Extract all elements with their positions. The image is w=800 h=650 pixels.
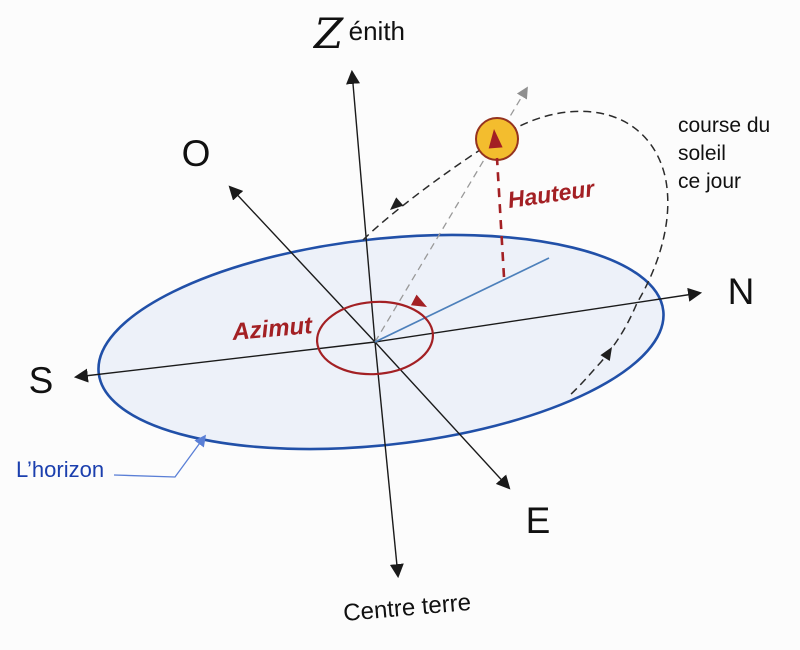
south-label: S bbox=[29, 360, 54, 401]
hauteur-dashed-line bbox=[495, 157, 506, 278]
east-axis bbox=[374, 341, 511, 490]
horizon-disc bbox=[97, 233, 665, 451]
azimut-circle bbox=[315, 300, 435, 376]
course-label-line2: soleil bbox=[678, 142, 726, 165]
course-du-soleil-label: course du soleil ce jour bbox=[678, 114, 770, 193]
hauteur-label: Hauteur bbox=[506, 175, 597, 213]
horizon-leader-line bbox=[113, 434, 207, 478]
north-axis bbox=[374, 287, 703, 343]
west-label: O bbox=[182, 133, 211, 174]
west-axis bbox=[228, 185, 376, 343]
centre-terre-label: Centre terre bbox=[342, 589, 472, 627]
zenith-axis bbox=[346, 69, 376, 343]
sun-azimuth-projection-line bbox=[374, 257, 550, 343]
axes bbox=[73, 69, 703, 579]
zenith-label: Z énith bbox=[312, 9, 405, 58]
east-label: E bbox=[526, 500, 551, 541]
azimut-circle-arrow bbox=[410, 294, 427, 307]
centre-terre-axis bbox=[374, 341, 404, 579]
hauteur-arrow bbox=[488, 129, 503, 149]
course-label-line1: course du bbox=[678, 114, 770, 137]
course-label-line3: ce jour bbox=[678, 170, 741, 193]
south-axis bbox=[73, 341, 376, 383]
course-arrow-rising bbox=[600, 347, 612, 361]
north-label: N bbox=[728, 271, 755, 312]
horizon-label: L’horizon bbox=[16, 457, 104, 482]
course-arrow-setting bbox=[390, 197, 404, 210]
